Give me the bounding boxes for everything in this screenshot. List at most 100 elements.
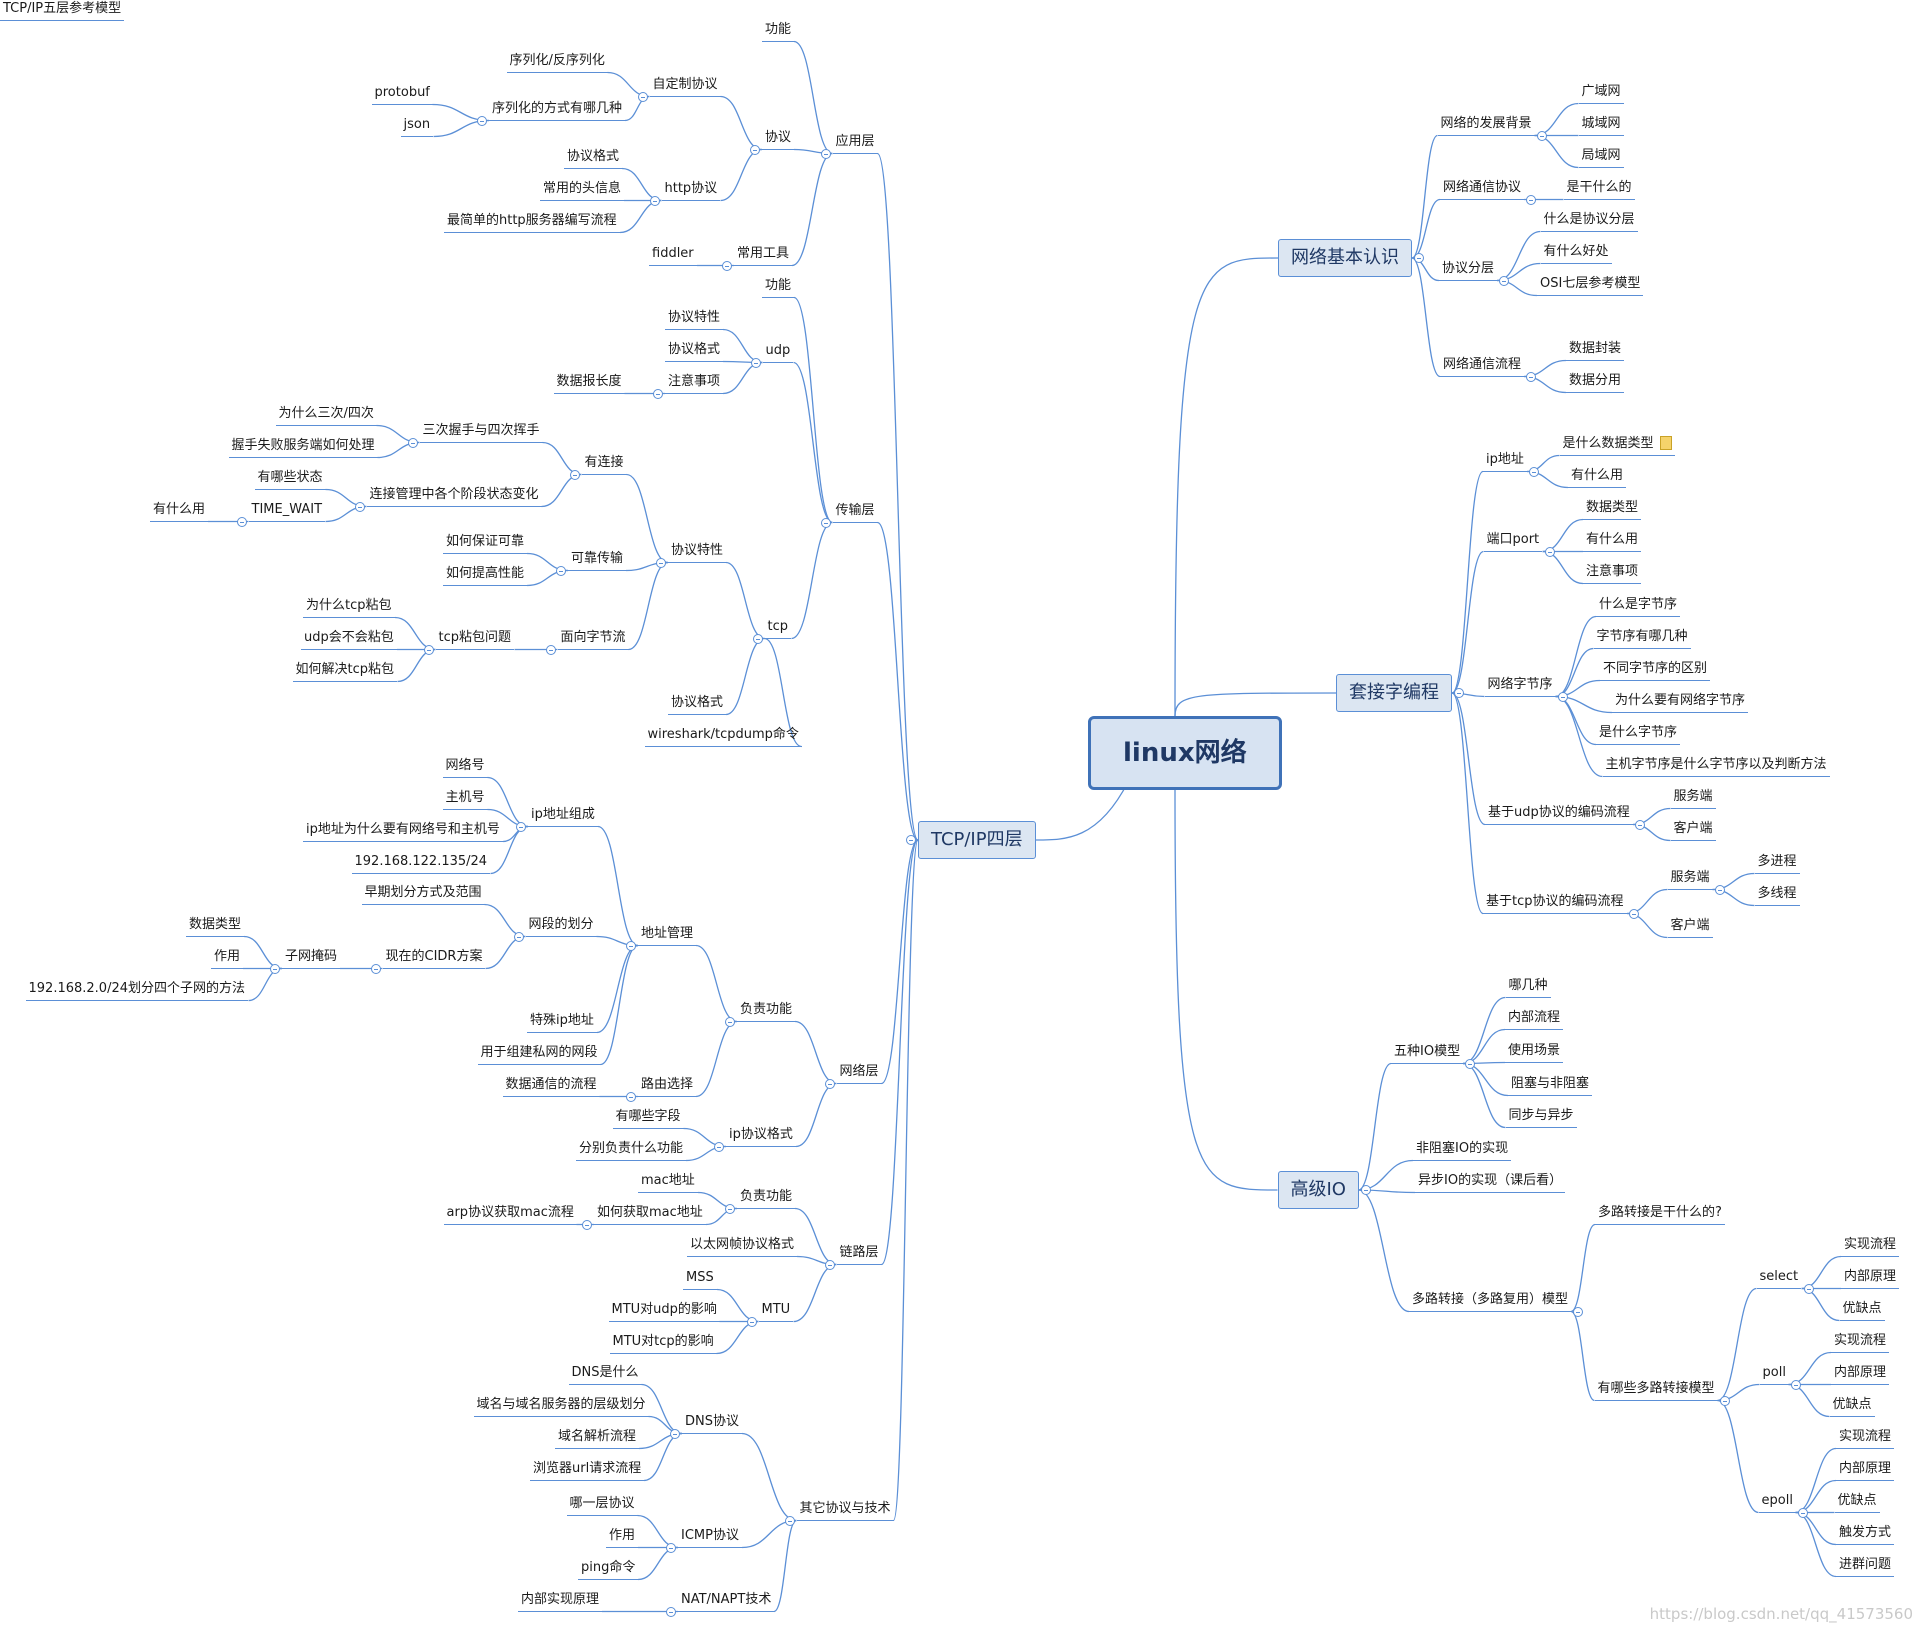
topic-node[interactable]: 多进程 xyxy=(1754,853,1800,874)
topic-node[interactable]: 主机字节序是什么字节序以及判断方法 xyxy=(1602,756,1830,777)
topic-node[interactable]: 连接管理中各个阶段状态变化 xyxy=(366,486,542,507)
topic-node[interactable]: 协议分层 xyxy=(1439,260,1498,281)
topic-node[interactable]: 网络通信协议 xyxy=(1440,179,1525,200)
collapse-toggle-icon[interactable] xyxy=(1536,130,1547,141)
topic-node[interactable]: 优缺点 xyxy=(1829,1396,1875,1417)
topic-node[interactable]: 注意事项 xyxy=(665,373,724,394)
topic-node[interactable]: 协议 xyxy=(762,129,795,150)
collapse-toggle-icon[interactable] xyxy=(824,1259,835,1270)
main-branch-1[interactable]: 网络基本认识 xyxy=(1278,239,1412,277)
topic-node[interactable]: 多路转接（多路复用）模型 xyxy=(1409,1291,1572,1312)
topic-node[interactable]: 优缺点 xyxy=(1839,1300,1885,1321)
collapse-toggle-icon[interactable] xyxy=(714,1141,724,1152)
collapse-toggle-icon[interactable] xyxy=(666,1606,676,1617)
collapse-toggle-icon[interactable] xyxy=(637,91,648,102)
topic-node[interactable]: 地址管理 xyxy=(638,925,697,946)
topic-node[interactable]: 协议格式 xyxy=(668,694,727,715)
topic-node[interactable]: 服务端 xyxy=(1667,869,1713,890)
topic-node[interactable]: 阻塞与非阻塞 xyxy=(1508,1075,1593,1096)
topic-node[interactable]: 内部原理 xyxy=(1831,1364,1890,1385)
note-icon[interactable] xyxy=(1659,436,1672,450)
topic-node[interactable]: 多线程 xyxy=(1754,885,1800,906)
topic-node[interactable]: 数据报长度 xyxy=(553,373,625,394)
collapse-toggle-icon[interactable] xyxy=(1797,1507,1808,1518)
collapse-toggle-icon[interactable] xyxy=(270,963,280,974)
topic-node[interactable]: 基于tcp协议的编码流程 xyxy=(1483,893,1627,914)
topic-node[interactable]: 触发方式 xyxy=(1836,1524,1895,1545)
topic-node[interactable]: 字节序有哪几种 xyxy=(1593,628,1691,649)
collapse-toggle-icon[interactable] xyxy=(513,931,524,942)
topic-node[interactable]: 如何解决tcp粘包 xyxy=(292,661,397,682)
topic-node[interactable]: tcp xyxy=(764,618,791,639)
topic-node[interactable]: 网络通信流程 xyxy=(1440,356,1525,377)
topic-node[interactable]: 有什么好处 xyxy=(1540,243,1612,264)
collapse-toggle-icon[interactable] xyxy=(746,1316,757,1327)
topic-node[interactable]: 内部流程 xyxy=(1505,1009,1564,1030)
collapse-toggle-icon[interactable] xyxy=(354,501,365,512)
topic-node[interactable]: 路由选择 xyxy=(638,1076,697,1097)
topic-node[interactable]: ip地址组成 xyxy=(528,806,598,827)
topic-node[interactable]: 域名解析流程 xyxy=(555,1428,640,1449)
topic-node[interactable]: 是什么数据类型 xyxy=(1559,435,1675,456)
topic-node[interactable]: udp xyxy=(762,342,794,363)
topic-node[interactable]: 异步IO的实现（课后看） xyxy=(1415,1172,1566,1193)
collapse-toggle-icon[interactable] xyxy=(1573,1306,1583,1317)
topic-node[interactable]: 不同字节序的区别 xyxy=(1600,660,1711,681)
topic-node[interactable]: 如何保证可靠 xyxy=(443,533,528,554)
topic-node[interactable]: 有哪些字段 xyxy=(612,1108,684,1129)
topic-node[interactable]: ip地址 xyxy=(1483,451,1527,472)
collapse-toggle-icon[interactable] xyxy=(569,469,580,480)
collapse-toggle-icon[interactable] xyxy=(1557,691,1568,702)
topic-node[interactable]: 作用 xyxy=(606,1527,639,1548)
topic-node[interactable]: 面向字节流 xyxy=(557,629,629,650)
topic-node[interactable]: epoll xyxy=(1758,1492,1796,1513)
topic-node[interactable]: 有连接 xyxy=(581,454,627,475)
topic-node[interactable]: MSS xyxy=(683,1269,717,1290)
topic-node[interactable]: 握手失败服务端如何处理 xyxy=(228,437,378,458)
topic-node[interactable]: 应用层 xyxy=(832,133,878,154)
topic-node[interactable]: 域名与域名服务器的层级划分 xyxy=(473,1396,649,1417)
topic-node[interactable]: 客户端 xyxy=(1670,820,1716,841)
topic-node[interactable]: 常用工具 xyxy=(734,245,793,266)
topic-node[interactable]: 五种IO模型 xyxy=(1391,1043,1464,1064)
collapse-toggle-icon[interactable] xyxy=(666,1542,676,1553)
topic-node[interactable]: 协议特性 xyxy=(668,542,727,563)
collapse-toggle-icon[interactable] xyxy=(556,565,566,576)
topic-node[interactable]: 序列化的方式有哪几种 xyxy=(489,100,626,121)
topic-node[interactable]: 非阻塞IO的实现 xyxy=(1413,1140,1512,1161)
topic-node[interactable]: 三次握手与四次挥手 xyxy=(419,422,543,443)
topic-node[interactable]: 城域网 xyxy=(1578,115,1624,136)
topic-node[interactable]: DNS协议 xyxy=(682,1413,742,1434)
collapse-toggle-icon[interactable] xyxy=(1526,194,1536,205)
topic-node[interactable]: ip协议格式 xyxy=(726,1126,796,1147)
topic-node[interactable]: 局域网 xyxy=(1578,147,1624,168)
topic-node[interactable]: DNS是什么 xyxy=(568,1364,642,1385)
topic-node[interactable]: 有哪些多路转接模型 xyxy=(1594,1380,1718,1401)
collapse-toggle-icon[interactable] xyxy=(784,1515,795,1526)
topic-node[interactable]: 服务端 xyxy=(1670,788,1716,809)
collapse-toggle-icon[interactable] xyxy=(820,148,831,159)
collapse-toggle-icon[interactable] xyxy=(752,633,763,644)
topic-node[interactable]: MTU对udp的影响 xyxy=(608,1301,720,1322)
topic-node[interactable]: 内部原理 xyxy=(1841,1268,1900,1289)
topic-node[interactable]: 优缺点 xyxy=(1834,1492,1880,1513)
topic-node[interactable]: 数据类型 xyxy=(186,916,245,937)
collapse-toggle-icon[interactable] xyxy=(582,1219,592,1230)
topic-node[interactable]: 数据封装 xyxy=(1566,340,1625,361)
topic-node[interactable]: 负责功能 xyxy=(737,1188,796,1209)
topic-node[interactable]: 协议特性 xyxy=(665,309,724,330)
topic-node[interactable]: 有什么用 xyxy=(1583,531,1642,552)
collapse-toggle-icon[interactable] xyxy=(1414,253,1424,263)
collapse-toggle-icon[interactable] xyxy=(1526,371,1536,382)
collapse-toggle-icon[interactable] xyxy=(1465,1058,1475,1069)
topic-node[interactable]: 有哪些状态 xyxy=(254,469,326,490)
topic-node[interactable]: 负责功能 xyxy=(737,1001,796,1022)
topic-node[interactable]: 常用的头信息 xyxy=(540,180,625,201)
topic-node[interactable]: 实现流程 xyxy=(1831,1332,1890,1353)
collapse-toggle-icon[interactable] xyxy=(1544,546,1555,557)
topic-node[interactable]: 进群问题 xyxy=(1836,1556,1895,1577)
topic-node[interactable]: 多路转接是干什么的? xyxy=(1595,1204,1725,1225)
topic-node[interactable]: 功能 xyxy=(762,277,795,298)
topic-node[interactable]: ping命令 xyxy=(578,1559,639,1580)
collapse-toggle-icon[interactable] xyxy=(1529,466,1539,477)
